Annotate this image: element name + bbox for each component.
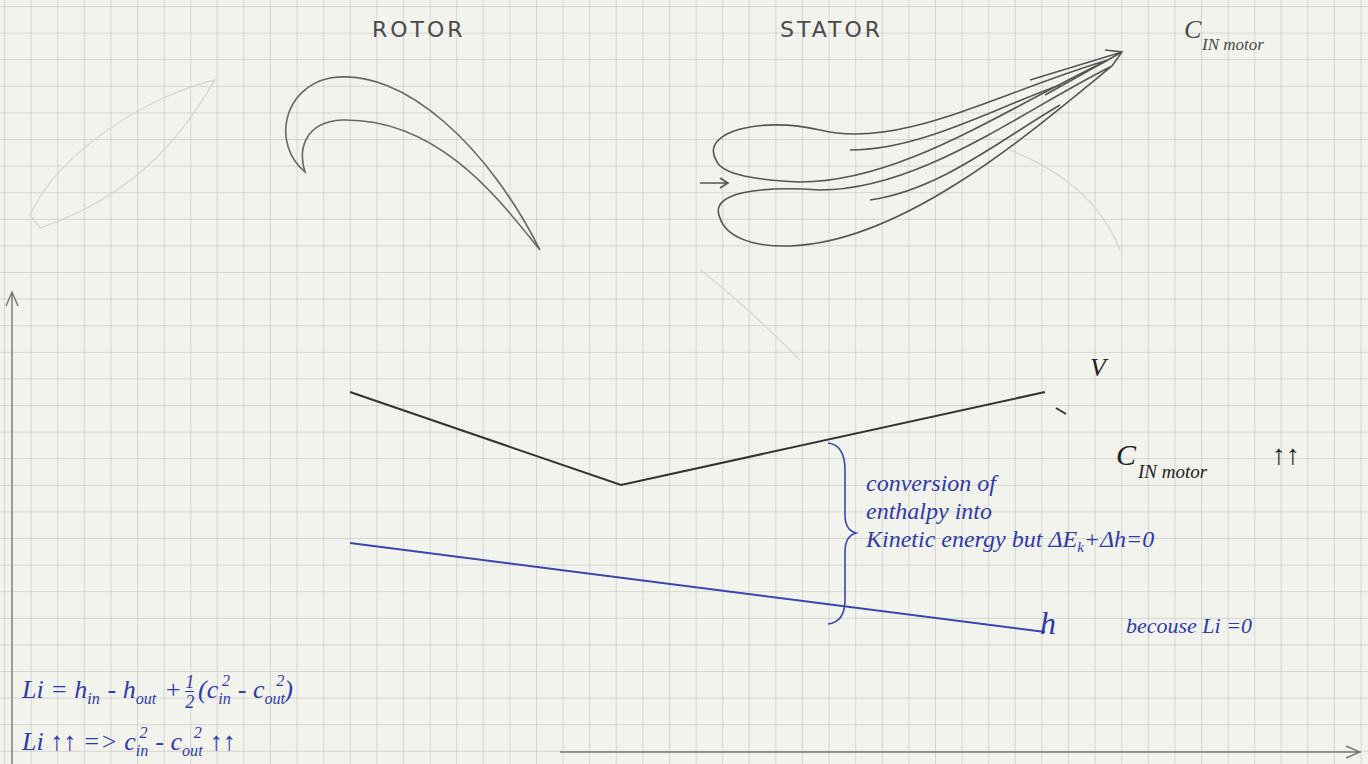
subscript: in [218,690,231,707]
axes [6,292,1360,764]
equation-term: ) [284,675,293,704]
equation-term: Li = h [22,675,87,704]
subscript: out [264,690,285,707]
enthalpy-line [350,543,1045,632]
equation-term: - h [108,675,136,704]
denominator: 2 [185,691,194,711]
equation-term: Li ↑↑ => c [22,727,136,756]
note: ↑↑ [1272,440,1300,471]
brace [828,443,856,624]
exponent: 2 [222,672,230,689]
part-name: ROTOR [372,18,466,42]
bleed-through [30,80,1120,360]
note: conversion of [866,470,996,496]
subscript: IN motor [1138,462,1207,483]
symbol: C [1184,16,1201,45]
note-line: Kinetic energy but ΔEk+Δh=0 [866,526,1154,556]
exponent: 2 [140,724,148,741]
part-name: STATOR [780,18,883,42]
work-implication: Li ↑↑ => cin2- cout2↑↑ [22,724,236,759]
subscript: k [1077,539,1084,555]
equation-term: (c [198,675,218,704]
equation-term: - c [155,727,182,756]
subscript: in [136,742,149,759]
equation-term: Kinetic energy but ΔE [866,526,1077,552]
subscript: IN motor [1202,36,1264,55]
exponent: 2 [194,724,202,741]
fraction: 12 [185,673,194,711]
exponent: 2 [276,672,284,689]
note: becouse Li =0 [1126,614,1252,638]
note: enthalpy into [866,498,992,524]
stator-blades [700,50,1122,246]
symbol: V [1090,354,1106,383]
tick-mark [1056,408,1066,414]
subscript: out [136,690,157,707]
equation-term: - c [238,675,265,704]
rotor-blade [286,77,540,250]
subscript: out [182,742,203,759]
symbol: C [1116,438,1136,471]
work-equation: Li = hin- hout+12(cin2- cout2) [22,672,293,711]
symbol: h [1040,606,1056,641]
equation-term: ↑↑ [210,727,236,756]
numerator: 1 [185,673,194,691]
equation-term: + [164,675,182,704]
subscript: in [87,690,100,707]
equation-term: +Δh=0 [1084,526,1154,552]
